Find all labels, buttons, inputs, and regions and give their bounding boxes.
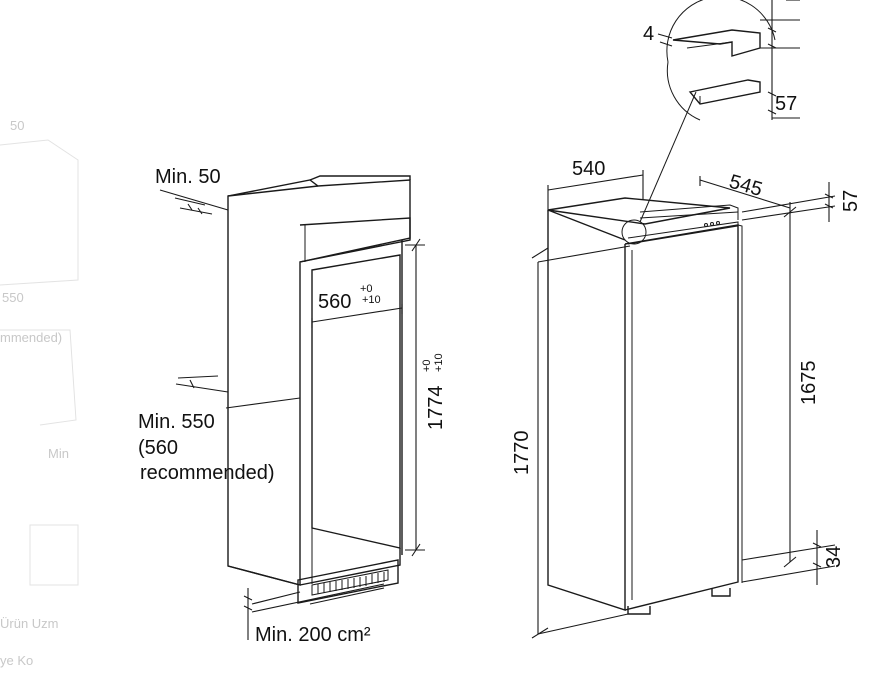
niche-height-tol-bottom: +10 bbox=[433, 353, 445, 372]
appliance-depth-label: 545 bbox=[727, 171, 765, 201]
min-50-label: Min. 50 bbox=[155, 166, 221, 188]
ghost-text-5: Ürün Uzm bbox=[0, 616, 59, 631]
total-height-label: 1770 bbox=[511, 431, 533, 476]
vent-area-dimension: Min. 200 cm² bbox=[243, 583, 385, 646]
appliance-width-label: 540 bbox=[572, 158, 605, 180]
bottom-gap-dimension: 34 bbox=[741, 530, 845, 585]
bottom-gap-label: 34 bbox=[823, 546, 845, 568]
niche-width-dimension: 560 +0 +10 bbox=[311, 283, 403, 328]
appliance-width-dimension: 540 bbox=[547, 158, 644, 212]
ghost-text-3: mmended) bbox=[0, 330, 62, 345]
detail-inset: 4 57 bbox=[639, 0, 800, 223]
vent-grille bbox=[311, 569, 389, 596]
ghost-text-6: ye Ko bbox=[0, 653, 33, 668]
niche-cabinet-drawing bbox=[227, 175, 411, 604]
niche-width-label: 560 bbox=[318, 291, 351, 313]
niche-height-label: 1774 bbox=[425, 386, 447, 431]
detail-gap-side-label: 57 bbox=[775, 93, 797, 115]
niche-height-tol-top: +0 bbox=[421, 359, 433, 372]
detail-gap-top-label: 4 bbox=[643, 23, 654, 45]
min-50-dimension: Min. 50 bbox=[155, 166, 229, 215]
niche-height-dimension: 1774 +0 +10 bbox=[405, 238, 447, 557]
niche-width-tol-top: +0 bbox=[360, 283, 373, 295]
vent-area-label: Min. 200 cm² bbox=[255, 624, 371, 646]
ghost-text-2: 550 bbox=[2, 290, 24, 305]
niche-width-tol-bottom: +10 bbox=[362, 294, 381, 306]
min-550-dimension: Min. 550 (560 recommended) bbox=[138, 375, 301, 484]
appliance-depth-dimension: 545 bbox=[699, 171, 791, 214]
top-gap-dimension: 57 bbox=[741, 182, 862, 222]
min-550-label-line1: Min. 550 bbox=[138, 411, 215, 433]
min-550-label-line3: recommended) bbox=[140, 462, 275, 484]
door-height-label: 1675 bbox=[798, 361, 820, 406]
total-height-dimension: 1770 bbox=[511, 245, 631, 639]
ghost-text-4: Min bbox=[48, 446, 69, 461]
ghost-text-1: 50 bbox=[10, 118, 24, 133]
min-550-label-line2: (560 bbox=[138, 437, 178, 459]
appliance-drawing bbox=[547, 197, 743, 615]
background-fragments: 50 550 mmended) Min Ürün Uzm ye Ko bbox=[0, 118, 79, 668]
door-height-dimension: 1675 bbox=[783, 206, 820, 568]
top-gap-label: 57 bbox=[840, 190, 862, 212]
